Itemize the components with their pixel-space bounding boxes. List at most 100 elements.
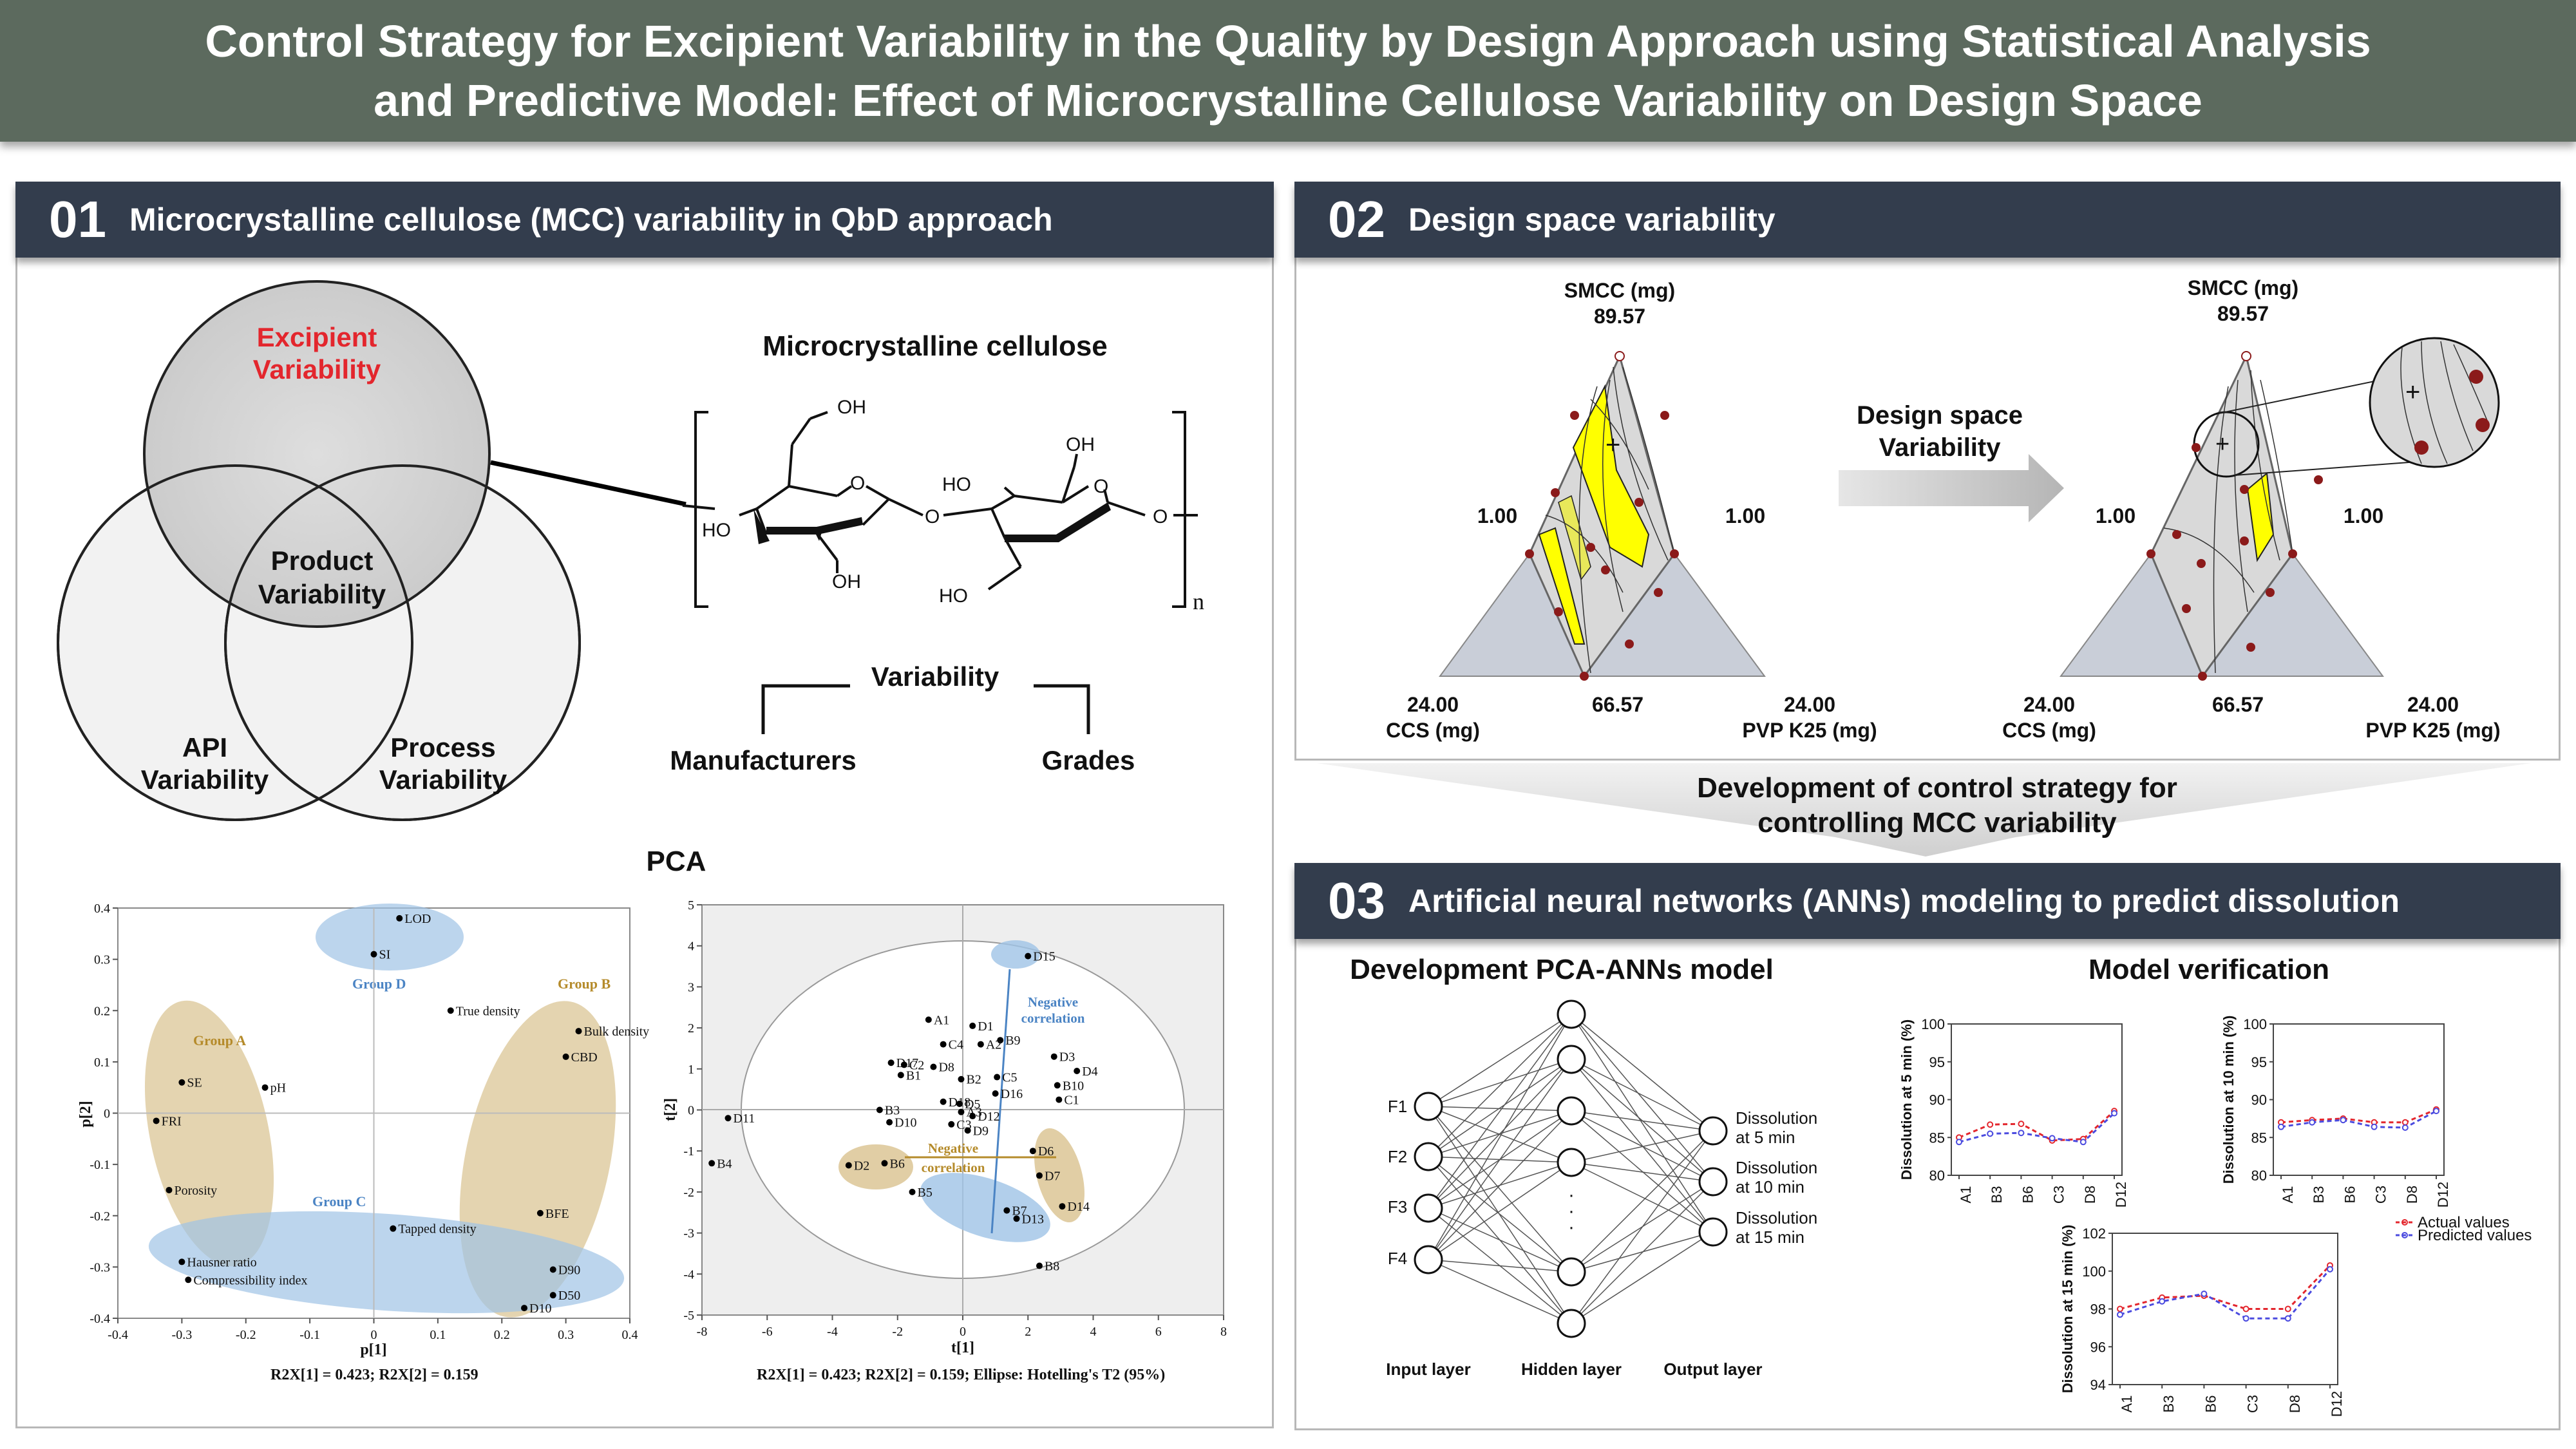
y-tick-label: 5: [688, 898, 694, 913]
mcc-title: Microcrystalline cellulose: [762, 330, 1108, 362]
scores-d6-d14-highlight: [1034, 1128, 1084, 1223]
chart-2-point-actual-values-d8: [2401, 1119, 2409, 1126]
input-node-4: [1414, 1245, 1443, 1274]
point-label-b10: B10: [1063, 1079, 1084, 1093]
point-true-density: [447, 1007, 454, 1014]
ann-output-2-line2: at 10 min: [1736, 1177, 1804, 1197]
chart-2-x-tick-d8: D8: [2404, 1186, 2420, 1204]
point-label-b8: B8: [1045, 1260, 1059, 1274]
point-b3: [876, 1106, 883, 1113]
chart-3-point-actual-values-a1: [2117, 1305, 2123, 1312]
y-tick-label: 0: [688, 1104, 694, 1118]
chart-1-point-predicted-values-b6: [2018, 1130, 2025, 1137]
atom-oh-3: OH: [1066, 434, 1095, 455]
venn-api-line1: API: [182, 732, 227, 762]
mcc-structure: Microcrystalline cellulose n: [670, 330, 1204, 775]
scores-annotation-blue-line1: Negative: [1028, 994, 1078, 1010]
atom-oh-1: OH: [837, 397, 866, 418]
point-d1: [969, 1022, 976, 1029]
ternary-2-bottom-right-value: 24.00: [2407, 693, 2459, 716]
polymer-bracket-left: [694, 411, 708, 608]
hidden-node-4: [1557, 1148, 1586, 1177]
point-d4: [1074, 1067, 1081, 1074]
y-tick-label: 1: [688, 1063, 694, 1077]
point-d13: [1013, 1215, 1020, 1222]
point-d3: [1050, 1053, 1057, 1060]
ternary-1-bottom-right-value: 24.00: [1784, 693, 1835, 716]
chart-3-y-axis-label: Dissolution at 15 min (%): [2060, 1225, 2076, 1394]
chart-2-x-tick-d12: D12: [2435, 1182, 2451, 1208]
venn-product-line2: Variability: [258, 579, 386, 609]
chart-2-series-actual-values: [2280, 1108, 2437, 1124]
atom-ho-3: HO: [939, 585, 968, 607]
chart-1-series-predicted-values: [1958, 1112, 2116, 1143]
chart-2-y-axis-label: Dissolution at 10 min (%): [2221, 1016, 2237, 1184]
point-d6: [1029, 1148, 1036, 1155]
ann-output-1-line2: at 5 min: [1736, 1128, 1795, 1147]
ann-output-2-line1: Dissolution: [1736, 1158, 1817, 1177]
venn-connector-line: [490, 460, 687, 507]
chart-1-point-actual-values-b3: [1987, 1121, 1994, 1128]
input-node-3: [1414, 1193, 1443, 1223]
point-a3: [958, 1108, 965, 1115]
point-compressibility-index: [185, 1276, 192, 1283]
point-label-d15: D15: [1033, 950, 1055, 964]
panel-2-number: 02: [1328, 191, 1385, 248]
panel-3-number: 03: [1328, 872, 1385, 929]
y-tick-label: -0.2: [90, 1209, 110, 1224]
control-strategy-line1: Development of control strategy for: [1697, 772, 2177, 804]
title-bar: Control Strategy for Excipient Variabili…: [0, 0, 2576, 142]
polymer-subscript-n: n: [1193, 589, 1204, 614]
chart-1-y-axis-label: Dissolution at 5 min (%): [1899, 1019, 1915, 1180]
chart-2-point-predicted-values-b3: [2309, 1119, 2316, 1126]
ann-input-layer-label: Input layer: [1386, 1359, 1470, 1379]
point-bulk-density: [575, 1028, 582, 1035]
chart-1-x-tick-c3: C3: [2051, 1186, 2067, 1204]
group-c-label: Group C: [312, 1193, 366, 1209]
chart-3-x-tick-a1: A1: [2119, 1396, 2135, 1413]
ternary-2-apex-label: SMCC (mg): [2188, 276, 2298, 299]
panel-2-title: Design space variability: [1408, 202, 1776, 238]
ternary-2-bottom-left-value: 24.00: [2023, 693, 2075, 716]
y-tick-label: 0.1: [94, 1056, 110, 1070]
chart-1-x-tick-d8: D8: [2082, 1186, 2098, 1204]
point-d5: [956, 1100, 963, 1107]
mcc-variability-label: Variability: [871, 661, 999, 692]
venn-product-line1: Product: [271, 545, 374, 576]
point-label-c2: C2: [909, 1058, 924, 1072]
point-label-porosity: Porosity: [175, 1184, 218, 1198]
x-tick-label: -0.2: [236, 1328, 256, 1342]
point-label-d10: D10: [895, 1116, 916, 1130]
chart-3-y-tick: 94: [2090, 1377, 2106, 1393]
chart-3-x-tick-c3: C3: [2245, 1395, 2261, 1413]
output-node-2: [1698, 1167, 1728, 1197]
y-tick-label: 0: [104, 1107, 110, 1121]
point-d7: [1036, 1172, 1043, 1179]
point-label-b6: B6: [890, 1157, 905, 1171]
glucose-ring-1-front: [766, 517, 863, 535]
chart-3-x-tick-d8: D8: [2287, 1395, 2303, 1413]
ternary-1-bottom-left-label: CCS (mg): [1386, 719, 1480, 742]
ann-hidden-layer-label: Hidden layer: [1521, 1359, 1622, 1379]
control-strategy-line2: controlling MCC variability: [1757, 807, 2117, 838]
ternary-diagram-before: +: [1439, 351, 1766, 681]
output-node-3: [1698, 1217, 1728, 1247]
pca-scores-plot: Negative correlation Negative correlatio…: [662, 898, 1227, 1383]
loadings-caption: R2X[1] = 0.423; R2X[2] = 0.159: [270, 1367, 478, 1383]
scores-annotation-blue-line2: correlation: [1021, 1010, 1085, 1026]
point-label-fri: FRI: [162, 1114, 182, 1128]
chart-1-y-tick: 80: [1929, 1168, 1945, 1184]
chart-3-point-predicted-values-d12: [2327, 1265, 2333, 1273]
point-label-tapped-density: Tapped density: [398, 1222, 476, 1236]
ann-output-3-line1: Dissolution: [1736, 1208, 1817, 1227]
chart-3-y-tick: 96: [2090, 1339, 2106, 1355]
y-tick-label: -1: [683, 1144, 694, 1159]
venn-process-line1: Process: [390, 732, 495, 762]
point-label-cbd: CBD: [571, 1050, 598, 1065]
x-tick-label: 2: [1025, 1325, 1031, 1339]
group-a-label: Group A: [193, 1032, 246, 1048]
chart-3-x-tick-b6: B6: [2202, 1396, 2219, 1413]
venn-process-line2: Variability: [379, 764, 507, 795]
x-tick-label: 8: [1220, 1325, 1227, 1339]
point-label-b1: B1: [906, 1068, 921, 1083]
